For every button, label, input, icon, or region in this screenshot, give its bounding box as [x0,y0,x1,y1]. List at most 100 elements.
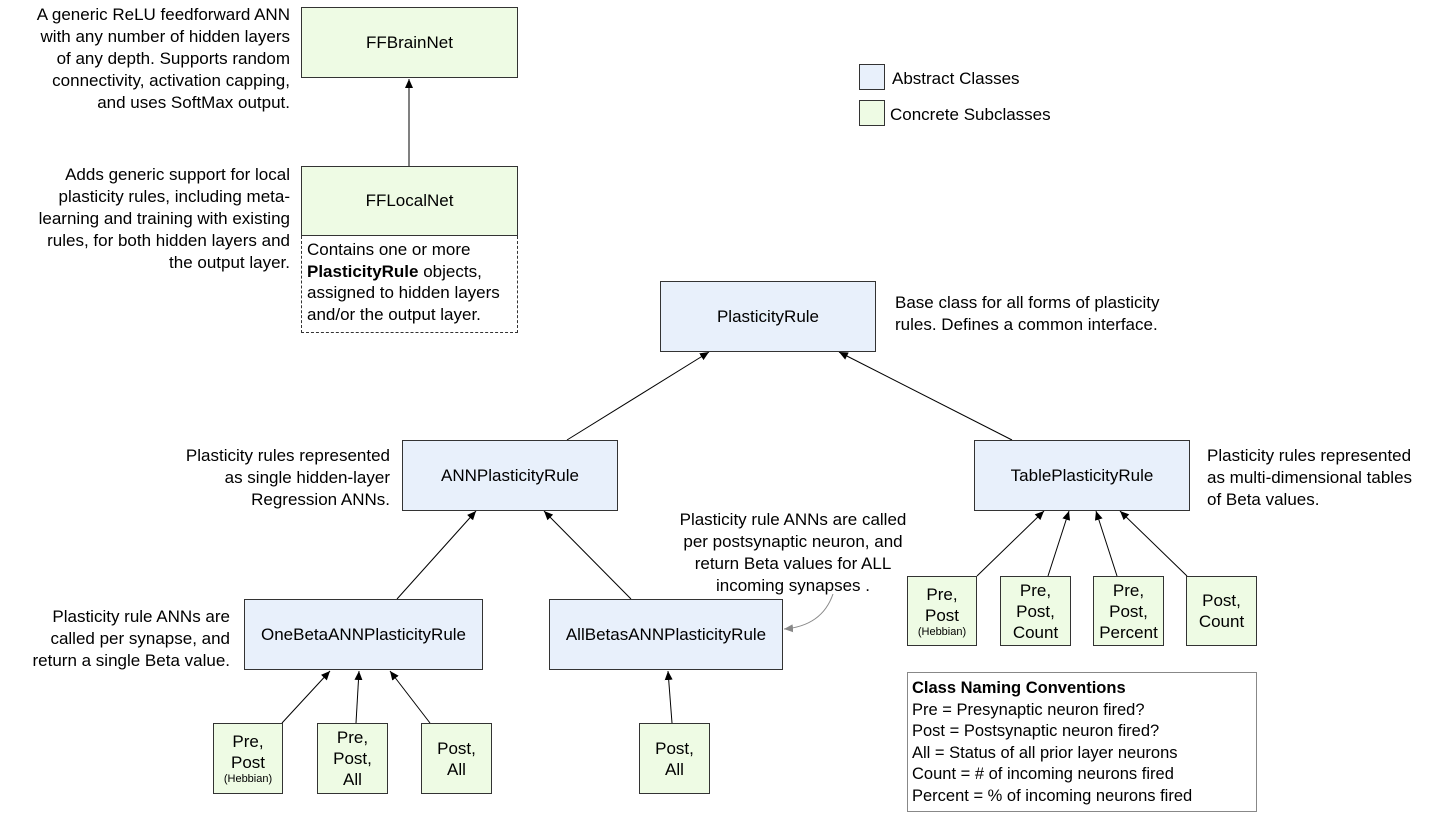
leaf-line: Percent [1099,622,1158,642]
arrow-allbetas-leaf [664,670,673,724]
note-line: plasticity rules, including meta- [58,187,290,206]
leaf-line: Post, [1016,601,1055,621]
note-line: assigned to hidden layers [307,283,500,302]
note-annplasticityrule: Plasticity rules represented as single h… [130,445,390,511]
legend-abstract-swatch [859,64,885,90]
note-line: as multi-dimensional tables [1207,468,1413,487]
naming-item: Post = Postsynaptic neuron fired? [912,722,1160,740]
legend-concrete-label: Concrete Subclasses [890,105,1051,124]
leaf-line: Count [1198,612,1245,631]
leaf-line: Post, [333,749,372,768]
class-annplasticityrule: ANNPlasticityRule [402,440,618,511]
class-onebeta-label: OneBetaANNPlasticityRule [260,624,467,644]
note-line: Contains one or more [307,240,471,259]
leaf-table-pre-post-count: Pre, Post, Count [1000,576,1071,646]
arrow-onebeta-to-ann [396,510,477,600]
note-line: rules, for both hidden layers and [47,231,290,250]
leaf-subtext: (Hebbian) [223,773,273,785]
leaf-onebeta-pre-post-all: Pre, Post, All [317,723,388,794]
naming-conventions-box: Class Naming Conventions Pre = Presynapt… [907,672,1257,812]
naming-item: Percent = % of incoming neurons fired [912,786,1193,805]
leaf-line: Pre, [336,728,369,747]
note-line: PlasticityRule objects, [307,261,512,283]
leaf-line: Post [230,753,266,772]
note-line: return Beta values for ALL [694,554,892,573]
note-line: as single hidden-layer [224,468,390,487]
leaf-line: Pre, [1112,580,1145,600]
note-line: of any depth. Supports random [56,49,290,68]
note-line: with any number of hidden layers [40,27,290,46]
leaf-line: All [447,759,466,779]
arrow-onebeta-leaf3 [389,670,431,724]
note-onebetaann: Plasticity rule ANNs are called per syna… [0,606,230,672]
legend-abstract-label: Abstract Classes [892,69,1020,88]
naming-item: Pre = Presynaptic neuron fired? [912,700,1145,719]
note-allbetasann: Plasticity rule ANNs are called per post… [652,509,934,597]
class-ffbrainnet: FFBrainNet [301,7,518,78]
leaf-line: Pre, [1019,580,1052,600]
naming-item: Count = # of incoming neurons fired [912,765,1174,783]
arrow-table-leaf2 [1047,510,1071,577]
leaf-line: Pre, [232,732,264,751]
fflocalnet-contains-note: Contains one or more PlasticityRule obje… [301,236,518,333]
note-line: Plasticity rules represented [185,446,390,465]
note-line: and/or the output layer. [307,304,481,324]
class-allbetas-label: AllBetasANNPlasticityRule [565,624,767,644]
leaf-table-pre-post-percent: Pre, Post, Percent [1093,576,1164,646]
naming-conventions-title: Class Naming Conventions [912,679,1126,697]
arrow-table-leaf1 [976,510,1045,577]
note-fflocalnet: Adds generic support for local plasticit… [0,164,290,274]
note-line: incoming synapses . [715,576,871,595]
leaf-line: Post [924,605,960,625]
arrow-ann-to-plasticityrule [566,351,710,441]
note-line: per postsynaptic neuron, and [683,532,903,551]
arrow-table-to-plasticityrule [838,351,1013,441]
note-line: Plasticity rules represented [1207,446,1412,465]
note-line: return a single Beta value. [32,651,230,670]
note-line: A generic ReLU feedforward ANN [36,5,290,24]
arrow-onebeta-leaf1 [281,670,331,724]
note-fragment: objects, [418,261,482,281]
leaf-table-post-count: Post, Count [1186,576,1257,646]
class-tableplasticityrule-label: TablePlasticityRule [1010,465,1154,485]
class-plasticityrule-label: PlasticityRule [716,306,820,326]
class-plasticityrule: PlasticityRule [660,281,876,352]
arrow-onebeta-leaf2 [354,670,363,724]
naming-item: All = Status of all prior layer neurons [912,743,1178,762]
note-line: Plasticity rule ANNs are called [679,510,907,529]
callout-arrow-allbetas [783,593,834,633]
class-allbetasannplasticityrule: AllBetasANNPlasticityRule [549,599,783,670]
note-line: the output layer. [169,253,290,272]
note-line: rules. Defines a common interface. [895,315,1158,334]
class-tableplasticityrule: TablePlasticityRule [974,440,1190,511]
leaf-onebeta-post-all: Post, All [421,723,492,794]
arrow-table-leaf4 [1119,510,1188,577]
note-line: called per synapse, and [50,629,230,648]
class-fflocalnet-label: FFLocalNet [365,191,454,210]
class-annplasticityrule-label: ANNPlasticityRule [441,465,579,485]
leaf-line: Post, [1202,591,1241,610]
leaf-line: Count [1012,622,1059,642]
class-onebetaannplasticityrule: OneBetaANNPlasticityRule [244,599,483,670]
leaf-line: All [665,759,684,779]
note-line: of Beta values. [1207,490,1320,509]
note-line: Plasticity rule ANNs are [52,607,230,626]
note-plasticityrule: Base class for all forms of plasticity r… [895,292,1225,336]
arrow-table-leaf3 [1094,510,1118,577]
note-line: Adds generic support for local [65,165,290,184]
leaf-table-pre-post: Pre, Post (Hebbian) [907,576,977,646]
leaf-onebeta-pre-post: Pre, Post (Hebbian) [213,723,283,794]
leaf-line: Pre, [926,584,958,604]
class-fflocalnet: FFLocalNet [301,166,518,236]
note-line: Base class for all forms of plasticity [895,293,1160,312]
arrow-allbetas-to-ann [543,510,632,600]
leaf-line: All [343,770,362,789]
note-line: connectivity, activation capping, [52,71,290,90]
plasticityrule-bold: PlasticityRule [307,261,419,281]
note-line: learning and training with existing [38,209,290,228]
leaf-line: Post, [437,738,476,758]
note-ffbrainnet: A generic ReLU feedforward ANN with any … [0,4,290,114]
leaf-subtext: (Hebbian) [917,625,967,638]
